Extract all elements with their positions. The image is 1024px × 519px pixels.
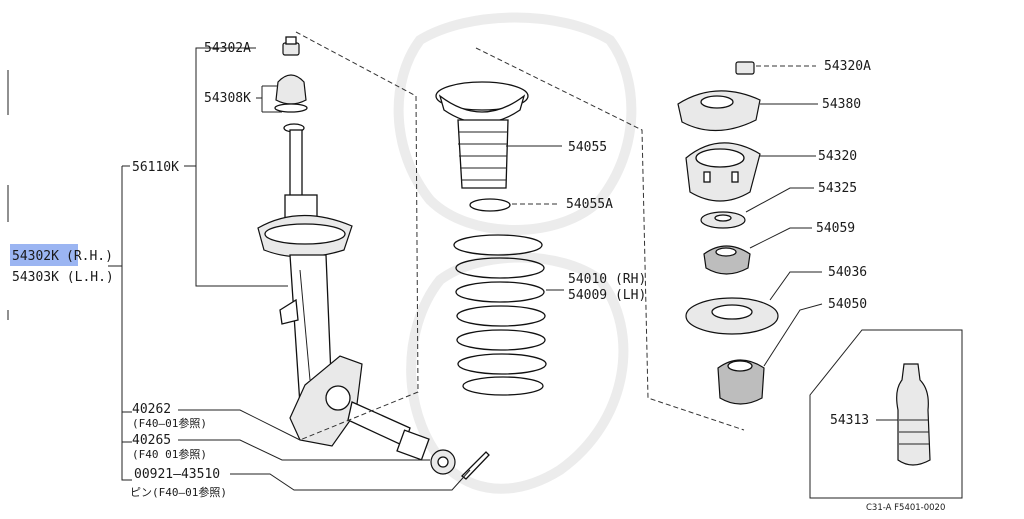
label-54320A[interactable]: 54320A: [824, 59, 871, 74]
label-54009[interactable]: 54009 (LH): [568, 288, 646, 303]
label-54325[interactable]: 54325: [818, 181, 857, 196]
label-54303K[interactable]: 54303K (L.H.): [12, 270, 114, 285]
label-54320[interactable]: 54320: [818, 149, 857, 164]
label-40265-ref: (F40 01参照): [132, 447, 207, 461]
label-54055A[interactable]: 54055A: [566, 197, 613, 212]
reference-code: C31-A F5401-0020: [866, 503, 945, 513]
mount-parts: [677, 61, 779, 405]
label-54302K-side: (R.H.): [66, 249, 113, 264]
leader-lines: [108, 47, 898, 491]
label-40262-ref: (F40—01参照): [132, 416, 207, 430]
label-54308K[interactable]: 54308K: [204, 91, 251, 106]
selected-part-highlight: [10, 244, 78, 266]
label-00921[interactable]: 00921—43510: [134, 467, 220, 482]
label-54036[interactable]: 54036: [828, 265, 867, 280]
label-00921-ref: ピン(F40—01参照): [130, 485, 227, 499]
label-54050[interactable]: 54050: [828, 297, 867, 312]
label-40265[interactable]: 40265: [132, 433, 171, 448]
label-40262[interactable]: 40262: [132, 402, 171, 417]
label-54055[interactable]: 54055: [568, 140, 607, 155]
label-54059[interactable]: 54059: [816, 221, 855, 236]
label-54010[interactable]: 54010 (RH): [568, 272, 646, 287]
dashed-guides: [295, 31, 745, 441]
label-56110K[interactable]: 56110K: [132, 160, 179, 175]
label-54302K[interactable]: 54302K: [12, 249, 59, 264]
label-54313[interactable]: 54313: [830, 413, 869, 428]
boot-and-spring: [435, 81, 547, 396]
strut-assembly: [257, 36, 490, 480]
labels: 54302A 54308K 56110K 54302K (R.H.) 54303…: [12, 41, 945, 513]
watermark-crest: [393, 12, 637, 494]
label-54380[interactable]: 54380: [822, 97, 861, 112]
label-54302A[interactable]: 54302A: [204, 41, 251, 56]
inset-box: [809, 329, 963, 499]
